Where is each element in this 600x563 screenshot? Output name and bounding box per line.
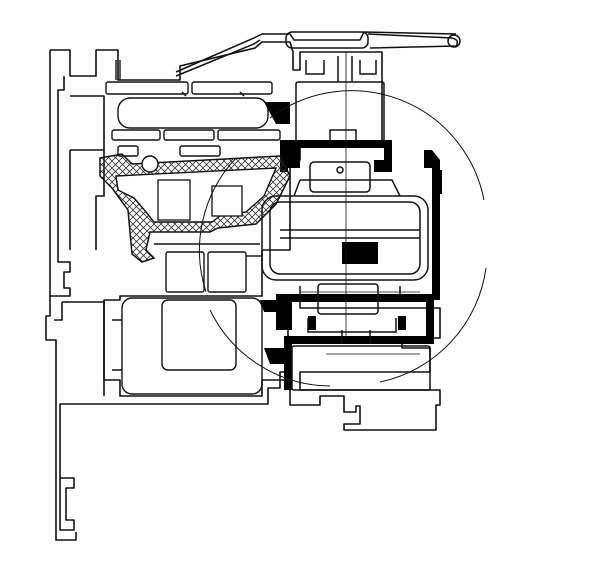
middle-chambers [112,243,263,395]
upper-chambers [105,60,281,157]
glass-spacer-block [261,161,429,315]
axis-lines [300,52,420,355]
outer-frame-profile [45,41,441,541]
detail-callout-circle [198,90,487,387]
sash-top-chamber [295,56,385,147]
sash-steel-reinforcement [260,102,442,390]
lower-right-chamber [291,318,431,391]
glazing-bead-clip [175,31,461,77]
insulating-profile [99,153,291,263]
